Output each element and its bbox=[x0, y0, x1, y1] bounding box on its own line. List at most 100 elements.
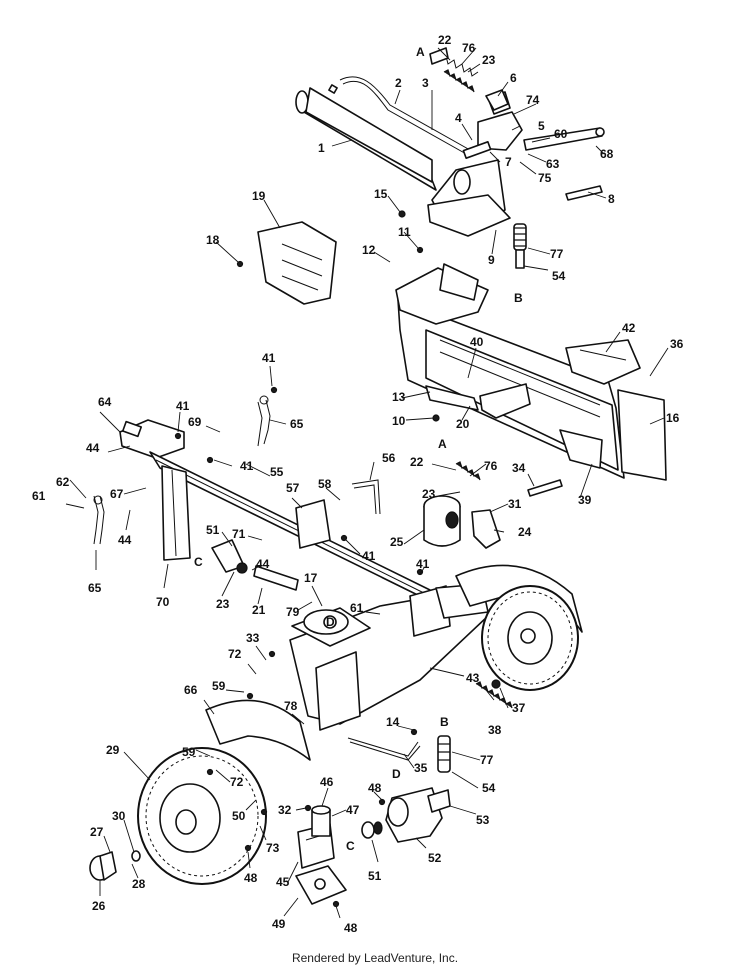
filter-54-lower bbox=[437, 735, 451, 773]
callout-25: 25 bbox=[390, 535, 404, 549]
callout-51-upper: 51 bbox=[206, 523, 220, 537]
callout-22-upper: 22 bbox=[438, 33, 452, 47]
callout-41-top: 41 bbox=[262, 351, 276, 365]
beam-top-plate bbox=[395, 263, 489, 325]
spring-22-lower bbox=[455, 461, 481, 481]
callout-58: 58 bbox=[318, 477, 332, 491]
hose-21 bbox=[253, 565, 299, 591]
callout-38: 38 bbox=[488, 723, 502, 737]
callout-18: 18 bbox=[206, 233, 220, 247]
callout-26: 26 bbox=[92, 899, 106, 913]
callout-76-upper: 76 bbox=[462, 41, 476, 55]
callout-77-lower: 77 bbox=[480, 753, 494, 767]
filter-hose-77 bbox=[513, 223, 527, 269]
callout-11: 11 bbox=[398, 225, 411, 239]
callout-51-lower: 51 bbox=[368, 869, 382, 883]
callout-37: 37 bbox=[512, 701, 526, 715]
callout-16: 16 bbox=[666, 411, 680, 425]
fender-66 bbox=[205, 699, 311, 761]
leader-lines bbox=[65, 47, 669, 919]
jack-stand-70 bbox=[161, 465, 191, 561]
fitting-51-upper bbox=[211, 539, 248, 574]
jack-foot-49 bbox=[295, 865, 347, 905]
spring-76-upper bbox=[443, 69, 475, 93]
connector-a-lower: A bbox=[438, 437, 447, 451]
callout-76-lower: 76 bbox=[484, 459, 498, 473]
callout-5: 5 bbox=[538, 119, 545, 133]
callout-39: 39 bbox=[578, 493, 592, 507]
callout-29: 29 bbox=[106, 743, 120, 757]
callout-30: 30 bbox=[112, 809, 126, 823]
callout-52: 52 bbox=[428, 851, 442, 865]
callout-41-mid: 41 bbox=[362, 549, 376, 563]
hydraulic-pump-52 bbox=[385, 787, 451, 843]
callout-57: 57 bbox=[286, 481, 300, 495]
callout-74: 74 bbox=[526, 93, 540, 107]
callout-48-pump: 48 bbox=[368, 781, 382, 795]
callout-44-lower: 44 bbox=[118, 533, 132, 547]
callout-35: 35 bbox=[414, 761, 428, 775]
callout-45: 45 bbox=[276, 875, 290, 889]
callout-9: 9 bbox=[488, 253, 495, 267]
callout-46: 46 bbox=[320, 775, 334, 789]
footer-credit: Rendered by LeadVenture, Inc. bbox=[291, 951, 459, 965]
callout-71: 71 bbox=[232, 527, 246, 541]
callout-63: 63 bbox=[546, 157, 560, 171]
callout-19: 19 bbox=[252, 189, 266, 203]
callout-41-frame: 41 bbox=[240, 459, 254, 473]
callout-22-lower: 22 bbox=[410, 455, 424, 469]
safety-chain-65-lower bbox=[93, 495, 105, 545]
callout-40: 40 bbox=[470, 335, 484, 349]
callout-42: 42 bbox=[622, 321, 636, 335]
callout-75: 75 bbox=[538, 171, 552, 185]
callout-27: 27 bbox=[90, 825, 104, 839]
callout-1: 1 bbox=[318, 141, 325, 155]
end-plate-16 bbox=[617, 389, 667, 481]
wheel-right bbox=[481, 585, 579, 691]
callout-23-left: 23 bbox=[216, 597, 230, 611]
callout-65-upper: 65 bbox=[290, 417, 304, 431]
callout-61-left: 61 bbox=[32, 489, 46, 503]
callout-23-mid: 23 bbox=[422, 487, 436, 501]
callout-55: 55 bbox=[270, 465, 284, 479]
callout-36: 36 bbox=[670, 337, 684, 351]
callout-labels: 1 2 3 4 5 6 7 8 9 10 11 12 13 14 15 16 1… bbox=[32, 33, 684, 935]
fitting-6 bbox=[485, 89, 509, 111]
callout-23-upper: 23 bbox=[482, 53, 496, 67]
callout-31: 31 bbox=[508, 497, 522, 511]
callout-66: 66 bbox=[184, 683, 198, 697]
wheel-29 bbox=[137, 747, 267, 885]
pin-34 bbox=[527, 479, 563, 497]
callout-65-lower: 65 bbox=[88, 581, 102, 595]
callout-61-frame: 61 bbox=[350, 601, 364, 615]
callout-48-foot: 48 bbox=[344, 921, 358, 935]
callout-54-lower: 54 bbox=[482, 781, 496, 795]
callout-15: 15 bbox=[374, 187, 388, 201]
callout-72-upper: 72 bbox=[228, 647, 242, 661]
connector-b-upper: B bbox=[514, 291, 523, 305]
callout-8: 8 bbox=[608, 192, 615, 206]
callout-12: 12 bbox=[362, 243, 376, 257]
callout-49: 49 bbox=[272, 917, 286, 931]
connector-a-upper: A bbox=[416, 45, 425, 59]
handle-56 bbox=[351, 479, 381, 515]
beam-bracket-20 bbox=[425, 383, 531, 419]
connector-c-upper: C bbox=[194, 555, 203, 569]
callout-33: 33 bbox=[246, 631, 260, 645]
exploded-parts-diagram: 1 2 3 4 5 6 7 8 9 10 11 12 13 14 15 16 1… bbox=[32, 33, 684, 935]
callout-41-tongue: 41 bbox=[176, 399, 190, 413]
callout-64: 64 bbox=[98, 395, 112, 409]
connector-d-frame: D bbox=[326, 615, 335, 629]
callout-21: 21 bbox=[252, 603, 266, 617]
callout-44-left: 44 bbox=[86, 441, 100, 455]
wedge-42 bbox=[565, 339, 641, 385]
callout-79: 79 bbox=[286, 605, 300, 619]
callout-41-axle: 41 bbox=[416, 557, 430, 571]
callout-2: 2 bbox=[395, 76, 402, 90]
hub-cap-26 bbox=[89, 851, 117, 881]
callout-78: 78 bbox=[284, 699, 298, 713]
callout-68: 68 bbox=[600, 147, 614, 161]
mount-plate-57 bbox=[295, 499, 331, 549]
callout-62: 62 bbox=[56, 475, 70, 489]
